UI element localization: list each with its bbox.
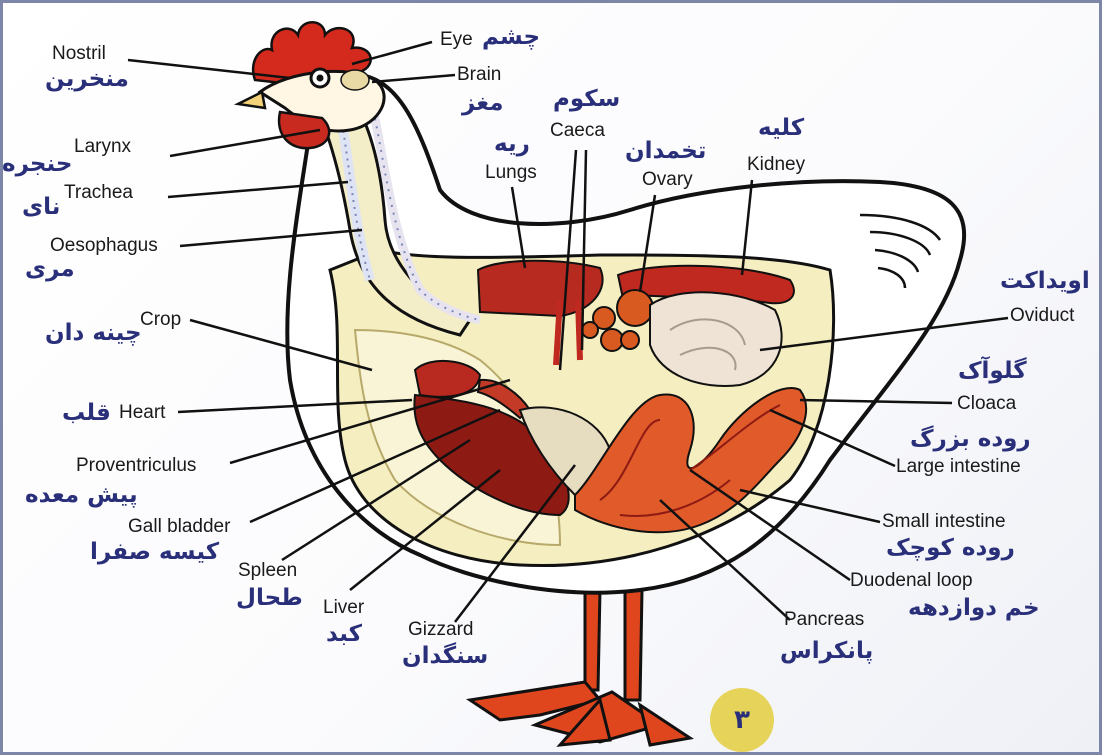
brain [341, 70, 369, 90]
label-trachea: Trachea [64, 183, 133, 202]
label-oesophagus: Oesophagus [50, 236, 158, 255]
label-caeca-fa: سکوم [553, 88, 620, 111]
label-crop-fa: چینه دان [45, 322, 142, 345]
label-heart-fa: قلب [62, 402, 111, 425]
label-oviduct: Oviduct [1010, 306, 1074, 325]
label-spleen: Spleen [238, 561, 297, 580]
label-pancreas: Pancreas [784, 610, 864, 629]
label-duodenal-loop: Duodenal loop [850, 571, 973, 590]
wattle [279, 112, 329, 148]
label-duodenal-loop-fa: خم دوازدهه [908, 597, 1040, 620]
label-gizzard: Gizzard [408, 620, 473, 639]
label-cloaca-fa: گلوآک [958, 360, 1027, 383]
label-heart: Heart [119, 403, 165, 422]
label-spleen-fa: طحال [236, 587, 303, 610]
label-liver: Liver [323, 598, 364, 617]
label-trachea-fa: نای [22, 196, 60, 219]
label-proventriculus-fa: پیش معده [25, 484, 138, 507]
label-larynx: Larynx [74, 137, 131, 156]
label-oesophagus-fa: مری [25, 258, 75, 281]
beak [238, 92, 265, 108]
legs [470, 590, 690, 745]
label-crop: Crop [140, 310, 181, 329]
label-brain: Brain [457, 65, 501, 84]
label-gizzard-fa: سنگدان [402, 645, 488, 668]
label-brain-fa: مغز [462, 92, 504, 115]
label-oviduct-fa: اویداکت [1000, 270, 1090, 293]
label-lungs: Lungs [485, 163, 537, 182]
label-eye: Eye [440, 30, 473, 49]
label-proventriculus: Proventriculus [76, 456, 196, 475]
label-nostril-fa: منخرین [45, 68, 129, 91]
label-cloaca: Cloaca [957, 394, 1016, 413]
label-ovary: Ovary [642, 170, 693, 189]
label-small-intestine: Small intestine [882, 512, 1006, 531]
label-lungs-fa: ریه [494, 133, 530, 156]
label-liver-fa: کبد [326, 623, 362, 646]
label-larynx-fa: حنجره [2, 153, 72, 176]
label-gall-bladder: Gall bladder [128, 517, 230, 536]
label-large-intestine-fa: روده بزرگ [910, 428, 1031, 451]
label-large-intestine: Large intestine [896, 457, 1021, 476]
label-caeca: Caeca [550, 121, 605, 140]
label-nostril: Nostril [52, 44, 106, 63]
label-gall-bladder-fa: کیسه صفرا [90, 541, 219, 564]
label-eye-fa: چشم [482, 26, 540, 49]
label-ovary-fa: تخمدان [625, 140, 706, 163]
label-kidney-fa: کلیه [758, 117, 804, 140]
page-number-badge: ۳ [710, 688, 774, 752]
label-small-intestine-fa: روده کوچک [886, 537, 1015, 560]
label-kidney: Kidney [747, 155, 805, 174]
label-pancreas-fa: پانکراس [780, 640, 873, 663]
